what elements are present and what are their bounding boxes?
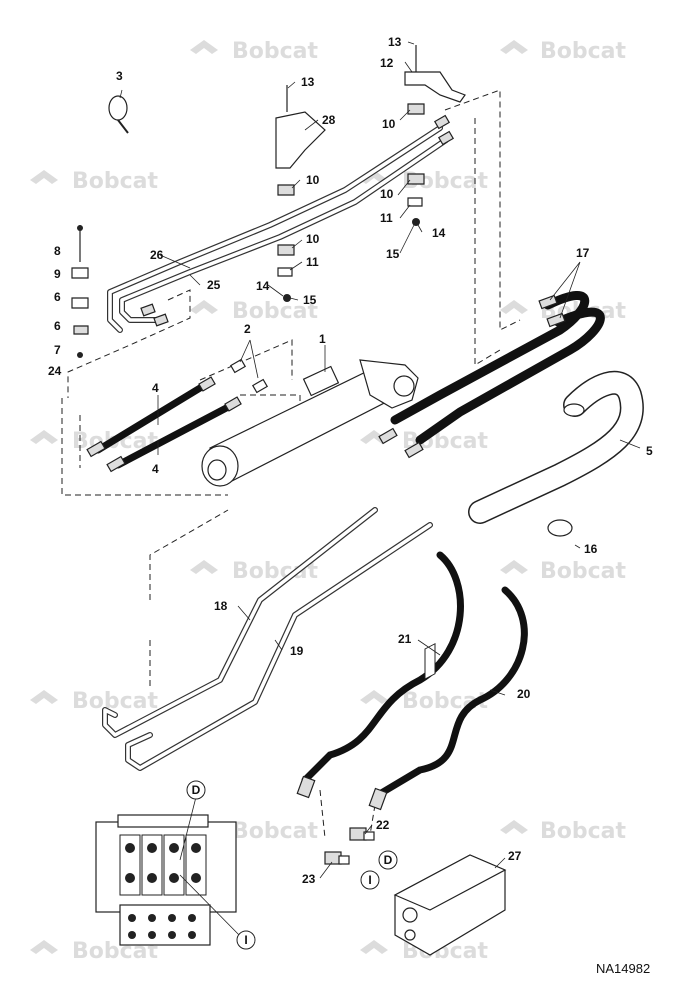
callout-18: 18: [214, 599, 228, 613]
center-clamp-stack: [275, 85, 326, 302]
fitting-part-22: [349, 827, 375, 841]
callout-3: 3: [116, 69, 123, 83]
callout-4a: 4: [152, 381, 159, 395]
callout-10a: 10: [306, 173, 320, 187]
left-clamp-stack: [71, 225, 89, 358]
callout-10d: 10: [380, 187, 394, 201]
fitting-part-23: [324, 851, 350, 865]
callout-4b: 4: [152, 462, 159, 476]
svg-text:Bobcat: Bobcat: [232, 819, 319, 844]
upper-steel-tubes: [107, 114, 455, 333]
hose-clamp-part-16: [547, 519, 573, 537]
callout-7: 7: [54, 343, 61, 357]
hydraulic-cylinder-part-1: [201, 359, 419, 487]
clamp-part-3: [108, 95, 129, 134]
watermark: Bobcat: [30, 169, 159, 194]
port-label-i-fitting: I: [368, 873, 371, 887]
callout-10c: 10: [382, 117, 396, 131]
port-label-i: I: [244, 933, 247, 947]
svg-text:Bobcat: Bobcat: [540, 819, 627, 844]
svg-text:Bobcat: Bobcat: [72, 169, 159, 194]
hoses-part-4: [86, 358, 269, 473]
callout-23: 23: [302, 872, 316, 886]
svg-text:Bobcat: Bobcat: [232, 299, 319, 324]
callout-26: 26: [150, 248, 164, 262]
callout-14b: 14: [432, 226, 446, 240]
watermark: Bobcat: [30, 689, 159, 714]
watermark: Bobcat: [500, 39, 627, 64]
callout-28: 28: [322, 113, 336, 127]
callout-14a: 14: [256, 279, 270, 293]
watermark: Bobcat: [190, 559, 319, 584]
steel-tubes-18-19: [102, 507, 433, 771]
part-number-callouts: 1 2 3 4 4 5 6 6 7 8 9 10 10 10 10 11 11 …: [48, 35, 653, 886]
callout-11a: 11: [306, 255, 319, 269]
hoses-part-17: [378, 291, 605, 459]
callout-22: 22: [376, 818, 390, 832]
callout-2: 2: [244, 322, 251, 336]
callout-12: 12: [380, 56, 394, 70]
leader-lines: [119, 41, 641, 941]
svg-text:Bobcat: Bobcat: [540, 39, 627, 64]
port-label-d: D: [192, 783, 201, 797]
callout-15b: 15: [386, 247, 400, 261]
svg-text:Bobcat: Bobcat: [232, 39, 319, 64]
dashed-routing-lines: [61, 89, 521, 839]
watermark: Bobcat: [500, 559, 627, 584]
callout-15a: 15: [303, 293, 317, 307]
callout-6b: 6: [54, 319, 61, 333]
callout-8: 8: [54, 244, 61, 258]
watermark-layer: Bobcat Bobcat Bobcat Bobcat Bobcat Bobca…: [30, 39, 627, 964]
port-label-d-fitting: D: [384, 853, 393, 867]
callout-10b: 10: [306, 232, 320, 246]
right-clamp-stack: [404, 45, 466, 226]
callout-21: 21: [398, 632, 412, 646]
callout-1: 1: [319, 332, 326, 346]
callout-27: 27: [508, 849, 522, 863]
callout-25: 25: [207, 278, 221, 292]
callout-13a: 13: [301, 75, 315, 89]
watermark: Bobcat: [190, 299, 319, 324]
watermark: Bobcat: [190, 39, 319, 64]
watermark: Bobcat: [500, 819, 627, 844]
callout-13b: 13: [388, 35, 402, 49]
callout-20: 20: [517, 687, 531, 701]
port-callouts: D I D I: [186, 780, 398, 950]
callout-6a: 6: [54, 290, 61, 304]
rubber-hose-part-5: [468, 370, 644, 524]
callout-17: 17: [576, 246, 590, 260]
control-valve-part-27: [393, 642, 507, 956]
svg-text:Bobcat: Bobcat: [72, 689, 159, 714]
valve-inset: [95, 814, 237, 946]
callout-11b: 11: [380, 211, 393, 225]
drawing-code: NA14982: [596, 961, 650, 976]
hoses-20-21: [296, 551, 528, 811]
callout-24: 24: [48, 364, 62, 378]
callout-9: 9: [54, 267, 61, 281]
callout-16: 16: [584, 542, 598, 556]
callout-19: 19: [290, 644, 304, 658]
svg-text:Bobcat: Bobcat: [540, 559, 627, 584]
callout-5: 5: [646, 444, 653, 458]
